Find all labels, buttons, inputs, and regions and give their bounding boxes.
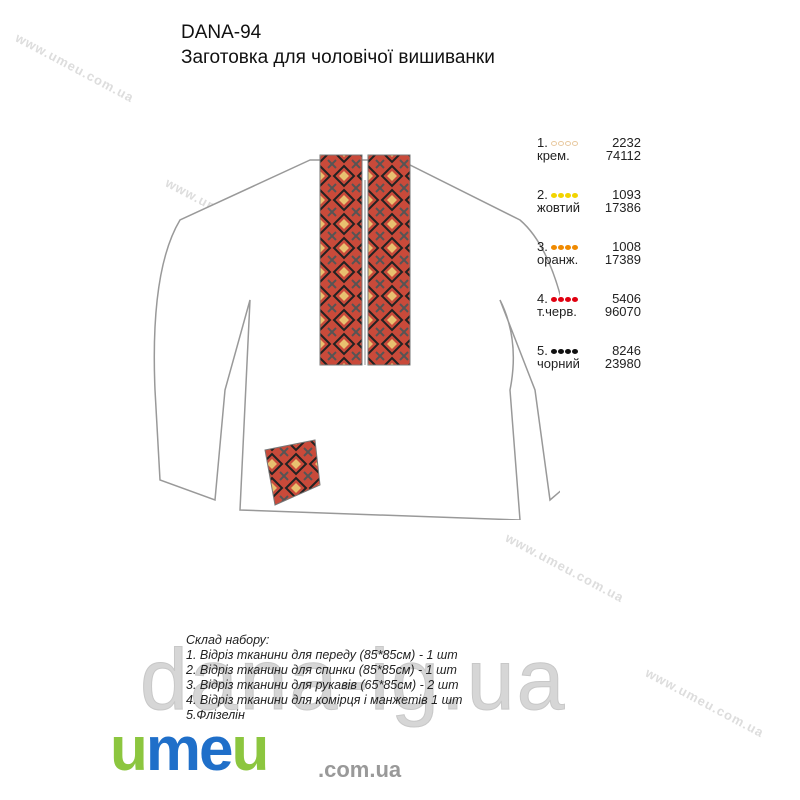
product-title: Заготовка для чоловічої вишиванки xyxy=(181,47,495,68)
thread-dots-icon xyxy=(550,141,578,147)
kit-contents: Склад набору: 1. Відріз тканини для пере… xyxy=(186,633,462,723)
kit-item: 5.Флізелін xyxy=(186,708,245,722)
watermark: www.umeu.com.ua xyxy=(642,665,767,741)
embroidery-left xyxy=(319,154,363,366)
embroidery-right xyxy=(367,154,411,366)
page-title: DANA-94 Заготовка для чоловічої вишиванк… xyxy=(181,20,495,70)
shirt-illustration xyxy=(153,154,560,520)
big-watermark: dana-ig.ua xyxy=(139,632,567,729)
product-code: DANA-94 xyxy=(181,22,262,43)
thread-dots-icon xyxy=(550,349,578,355)
thread-dots-icon xyxy=(550,297,578,303)
kit-item: 1. Відріз тканини для переду (85*85см) -… xyxy=(186,648,458,662)
kit-item: 3. Відріз тканини для рукавів (65*85см) … xyxy=(186,678,459,692)
thread-dots-icon xyxy=(550,245,578,251)
umeu-logo: umeu xyxy=(110,715,269,784)
thread-dots-icon xyxy=(550,193,578,199)
logo-domain: .com.ua xyxy=(318,757,402,782)
kit-item: 4. Відріз тканини для комірця і манжетів… xyxy=(186,693,463,707)
watermark: www.umeu.com.ua xyxy=(12,30,137,106)
kit-item: 2. Відріз тканини для спинки (85*85см) -… xyxy=(186,663,457,677)
cuff-embroidery xyxy=(264,439,321,506)
kit-heading: Склад набору: xyxy=(186,633,270,647)
watermark: www.umeu.com.ua xyxy=(502,530,627,606)
